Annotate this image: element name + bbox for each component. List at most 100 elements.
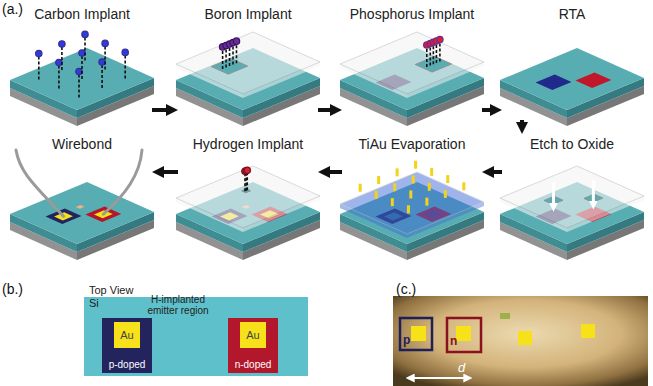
p-outline: [400, 318, 432, 350]
implant-track: [38, 54, 40, 80]
etch-arrow: [552, 182, 555, 205]
tiau-figure: [340, 161, 484, 260]
resist-layer: [176, 32, 320, 94]
process-step: Boron Implant: [178, 4, 318, 120]
flow-arrow: [482, 108, 493, 112]
n-region: [575, 73, 611, 89]
bond-wire: [16, 150, 64, 216]
etch-figure: [500, 166, 644, 260]
evaporation-flux: [391, 198, 394, 206]
process-step: TiAu Evaporation: [342, 134, 482, 262]
implant-track: [58, 63, 60, 89]
node-text: n-doped: [235, 358, 272, 371]
p-region: [536, 75, 572, 91]
evaporation-flux: [414, 161, 417, 169]
implant-ion: [102, 40, 108, 46]
callout-label: n: [450, 334, 457, 348]
carbon-implant-figure: [10, 31, 154, 126]
evaporation-flux: [428, 183, 431, 191]
region-label: H-implanted emitter region: [145, 295, 211, 316]
gold-pad: [518, 331, 532, 345]
node-text: Phosphorus Implant: [350, 6, 475, 22]
doped-region: n-doped Au: [228, 318, 278, 373]
evaporation-flux: [425, 198, 428, 206]
evaporation-flux: [412, 176, 415, 184]
process-step: Etch to Oxide: [502, 134, 642, 262]
flow-arrow: [318, 108, 333, 112]
gold-pad: [456, 326, 471, 341]
flow-arrow: [152, 108, 169, 112]
distance-arrow: [412, 377, 466, 379]
process-step: RTA: [502, 4, 642, 120]
marker-pad: [500, 313, 510, 319]
implant-track: [81, 53, 83, 79]
micrograph: [393, 296, 648, 386]
node-text: Hydrogen Implant: [193, 136, 304, 152]
dimension-label: d: [458, 360, 465, 375]
implant-ion: [437, 36, 443, 42]
process-step: Phosphorus Implant: [342, 4, 482, 120]
implant-ion: [233, 38, 239, 44]
resist-layer: [500, 166, 644, 228]
evaporation-flux: [393, 183, 396, 191]
gold-pad: [581, 324, 595, 338]
metal-layer: [340, 172, 484, 234]
process-step: Wirebond: [12, 134, 152, 262]
callout-label: p: [403, 333, 410, 347]
gold-pad: Au: [240, 322, 266, 348]
evaporation-flux: [375, 191, 378, 199]
oxide-top: [10, 182, 154, 244]
node-text: Wirebond: [52, 136, 112, 152]
oxide-top: [10, 48, 154, 110]
node-text: TiAu Evaporation: [359, 136, 466, 152]
implant-ion: [82, 31, 88, 37]
implant-track: [101, 62, 103, 88]
evaporation-flux: [396, 168, 399, 176]
resist-layer: [340, 32, 484, 94]
evaporation-flux: [430, 168, 433, 176]
evaporation-flux: [462, 182, 465, 190]
implant-track: [78, 72, 80, 98]
etch-arrow: [592, 180, 595, 203]
implant-track: [104, 43, 106, 69]
panel-label: (a.): [2, 1, 23, 17]
flow-arrow: [520, 120, 524, 125]
node-text: RTA: [559, 6, 586, 22]
evaporation-flux: [444, 190, 447, 198]
node-text: Carbon Implant: [34, 6, 130, 22]
flow-arrow: [491, 170, 502, 174]
emitter-region: [76, 205, 85, 209]
evaporation-flux: [359, 184, 362, 192]
node-text: Au: [246, 329, 259, 342]
bond-wire: [103, 150, 142, 214]
panel-label: (b.): [2, 281, 23, 297]
phosphorus-implant-figure: [340, 32, 484, 126]
node-text: Top View: [89, 284, 133, 297]
doped-region: p-dopedAu: [102, 318, 152, 373]
implant-ion: [244, 167, 250, 173]
process-step: Carbon Implant: [12, 4, 152, 120]
node-text: Au: [120, 329, 133, 342]
evaporation-flux: [409, 190, 412, 198]
n-outline: [447, 318, 481, 352]
implant-track: [61, 44, 63, 70]
implant-track: [84, 34, 86, 60]
implant-ion: [59, 41, 65, 47]
flow-arrow: [161, 170, 178, 174]
evaporation-flux: [446, 175, 449, 183]
panel-label: (c.): [396, 281, 416, 297]
boron-implant-figure: [176, 32, 320, 126]
photo-background: [393, 296, 648, 386]
implant-ion: [122, 49, 128, 55]
node-text: Boron Implant: [204, 6, 291, 22]
rta-figure: [500, 48, 644, 126]
flow-arrow: [327, 170, 342, 174]
evaporation-flux: [407, 205, 410, 213]
implant-ion: [36, 50, 42, 56]
process-step: Hydrogen Implant: [178, 134, 318, 262]
node-text: Si: [89, 297, 99, 310]
hydrogen-implant-figure: [176, 166, 320, 260]
implant-track: [124, 52, 126, 78]
evaporation-flux: [377, 176, 380, 184]
node-text: Etch to Oxide: [530, 136, 614, 152]
